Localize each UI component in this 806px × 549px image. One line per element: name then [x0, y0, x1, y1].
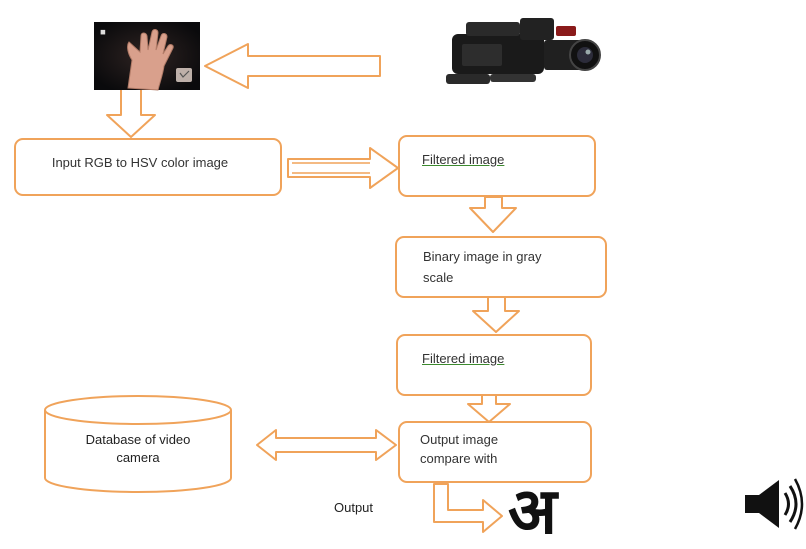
arrow-output-to-result [433, 483, 503, 533]
hindi-output-letter: अ [508, 475, 557, 549]
filtered-image-box-1: Filtered image [398, 135, 596, 197]
arrow-camera-to-photo [204, 43, 381, 89]
speaker-icon [745, 478, 804, 530]
binary-image-label: Binary image in gray scale [423, 249, 542, 285]
filtered-image-label-2: Filtered image [422, 351, 505, 366]
output-compare-box: Output image compare with [398, 421, 592, 483]
filtered-image-label-1: Filtered image [422, 152, 505, 167]
database-cylinder-icon [44, 395, 232, 493]
input-rgb-to-hsv-label: Input RGB to HSV color image [51, 155, 229, 170]
binary-image-box: Binary image in gray scale [395, 236, 607, 298]
video-camera-icon [446, 18, 601, 84]
arrow-input-to-filtered [287, 147, 399, 189]
arrow-database-output-bidirectional [256, 429, 397, 461]
output-compare-label: Output image compare with [420, 432, 499, 466]
hand-photo: ◼ [94, 22, 200, 91]
arrow-photo-to-input [106, 87, 156, 138]
arrow-filtered-to-binary [469, 196, 517, 233]
svg-text:◼: ◼ [100, 29, 106, 36]
output-label: Output [334, 500, 374, 515]
input-rgb-to-hsv-box: Input RGB to HSV color image [14, 138, 282, 196]
database-label: Database of video camera [85, 432, 191, 466]
arrow-filtered2-to-output [467, 393, 511, 423]
arrow-binary-to-filtered2 [472, 295, 520, 333]
filtered-image-box-2: Filtered image [396, 334, 592, 396]
